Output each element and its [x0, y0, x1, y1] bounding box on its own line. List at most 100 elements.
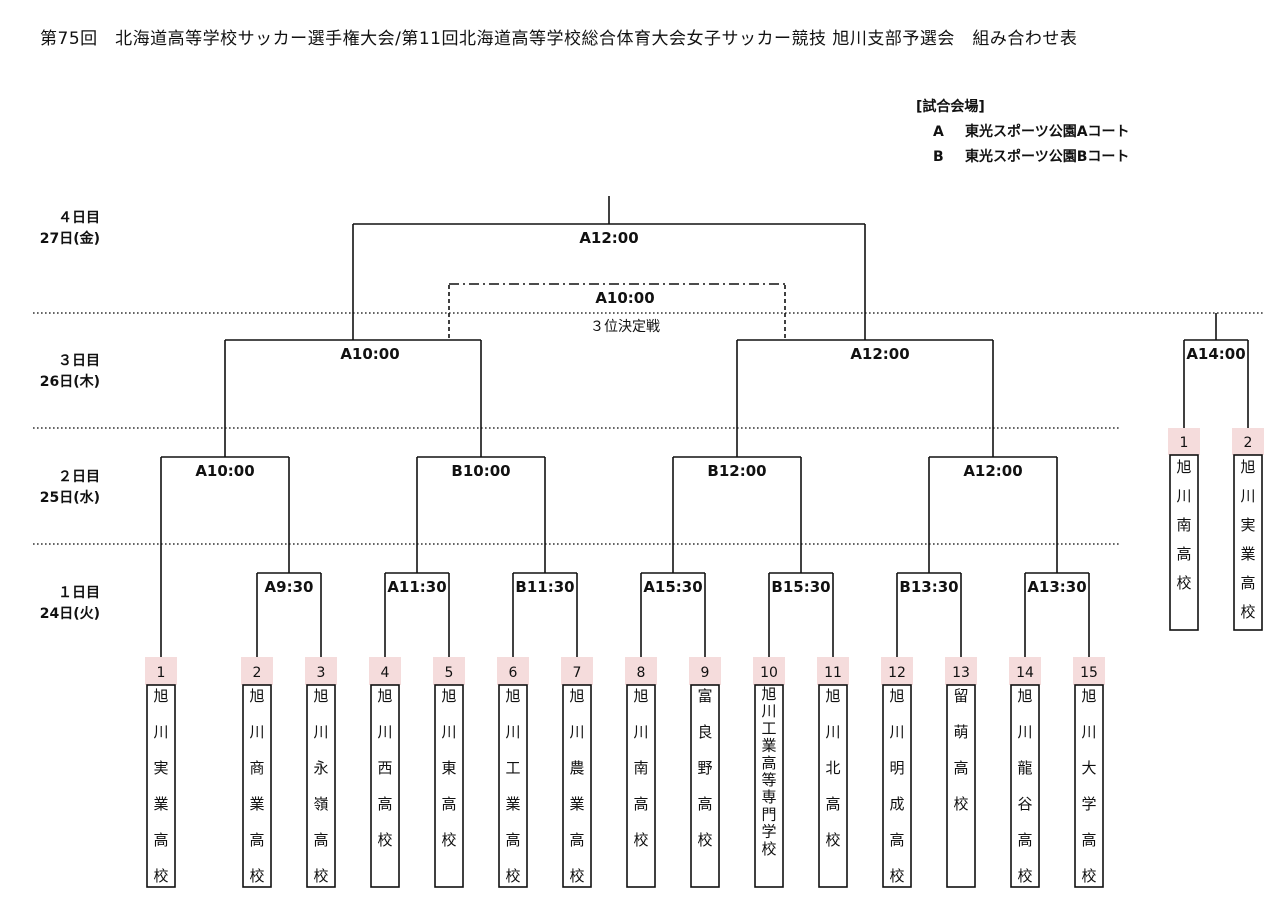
team-name-char: 校: [569, 867, 584, 885]
team-name-char: 高: [569, 831, 584, 849]
match-label: B10:00: [451, 462, 510, 480]
team-number: 13: [952, 665, 970, 681]
match-label: A15:30: [643, 578, 702, 596]
team-name-char: 高: [633, 795, 648, 813]
team-name-char: 校: [761, 840, 776, 858]
day-date: 24日(火): [40, 606, 100, 622]
team-box: [306, 684, 336, 888]
team-name-char: 成: [889, 795, 904, 813]
team-number-badge: [689, 657, 721, 685]
team-name-char: 等: [761, 771, 776, 789]
team-number: 15: [1080, 665, 1098, 681]
team-number-badge: [305, 657, 337, 685]
team-name-char: 萌: [953, 723, 968, 741]
girls-team-name-char: 校: [1176, 574, 1191, 592]
team-box: [1074, 684, 1104, 888]
team-box: [754, 684, 784, 888]
team-number: 4: [381, 665, 390, 681]
team-number: 12: [888, 665, 906, 681]
match-label: A12:00: [850, 345, 909, 363]
team-number-badge: [945, 657, 977, 685]
team-name-char: 高: [153, 831, 168, 849]
team-name-char: 川: [633, 723, 648, 741]
team-number-badge: [497, 657, 529, 685]
team-number-badge: [753, 657, 785, 685]
girls-team-name-char: 校: [1240, 603, 1255, 621]
third-place-label: ３位決定戦: [590, 319, 660, 335]
team-name-char: 工: [505, 759, 520, 777]
team-name-char: 旭: [249, 687, 264, 705]
team-name-char: 学: [1081, 795, 1096, 813]
team-name-char: 旭: [1017, 687, 1032, 705]
match-label: B11:30: [515, 578, 574, 596]
girls-team-number-badge: [1168, 428, 1200, 455]
team-name-char: 高: [761, 754, 776, 772]
team-name-char: 川: [441, 723, 456, 741]
team-name-char: 旭: [889, 687, 904, 705]
team-name-char: 校: [633, 831, 648, 849]
team-name-char: 旭: [377, 687, 392, 705]
match-label: A10:00: [340, 345, 399, 363]
team-name-char: 校: [441, 831, 456, 849]
team-name-char: 高: [313, 831, 328, 849]
day-label: ３日目: [58, 353, 100, 369]
team-name-char: 高: [377, 795, 392, 813]
team-name-char: 業: [761, 737, 776, 755]
team-number: 7: [573, 665, 582, 681]
match-label: A12:00: [963, 462, 1022, 480]
team-name-char: 谷: [1017, 795, 1032, 813]
team-box: [434, 684, 464, 888]
team-number-badge: [561, 657, 593, 685]
team-name-char: 高: [889, 831, 904, 849]
team-name-char: 川: [825, 723, 840, 741]
team-name-char: 業: [505, 795, 520, 813]
team-name-char: 高: [697, 795, 712, 813]
team-name-char: 川: [249, 723, 264, 741]
team-name-char: 嶺: [313, 795, 328, 813]
team-name-char: 校: [1081, 867, 1096, 885]
team-box: [946, 684, 976, 888]
match-label: A9:30: [265, 578, 314, 596]
team-name-char: 川: [377, 723, 392, 741]
team-box: [498, 684, 528, 888]
venue-name: 東光スポーツ公園Aコート: [965, 123, 1130, 140]
girls-team-name-char: 高: [1176, 545, 1191, 563]
team-name-char: 農: [569, 759, 584, 777]
team-name-char: 業: [153, 795, 168, 813]
girls-team-name-char: 川: [1240, 487, 1255, 505]
team-name-char: 明: [889, 759, 904, 777]
venue-code: A: [933, 124, 944, 140]
girls-team-number: 1: [1180, 435, 1189, 451]
day-label: １日目: [58, 585, 100, 601]
team-name-char: 校: [505, 867, 520, 885]
team-number-badge: [625, 657, 657, 685]
team-name-char: 学: [761, 823, 776, 841]
team-name-char: 校: [889, 867, 904, 885]
team-name-char: 校: [377, 831, 392, 849]
team-name-char: 高: [825, 795, 840, 813]
team-number: 1: [157, 665, 166, 681]
team-name-char: 龍: [1017, 759, 1032, 777]
team-number-badge: [1073, 657, 1105, 685]
team-name-char: 校: [153, 867, 168, 885]
day-label: ４日目: [58, 210, 100, 226]
team-name-char: 川: [1017, 723, 1032, 741]
team-name-char: 旭: [441, 687, 456, 705]
team-name-char: 良: [697, 723, 712, 741]
team-name-char: 高: [1017, 831, 1032, 849]
team-number-badge: [817, 657, 849, 685]
team-name-char: 工: [761, 719, 776, 737]
third-place-time: A10:00: [595, 289, 654, 307]
team-name-char: 北: [825, 759, 840, 777]
girls-team-name-char: 旭: [1176, 458, 1191, 476]
team-number-badge: [241, 657, 273, 685]
team-name-char: 川: [889, 723, 904, 741]
team-name-char: 西: [377, 759, 392, 777]
team-name-char: 校: [1017, 867, 1032, 885]
page-title: 第75回 北海道高等学校サッカー選手権大会/第11回北海道高等学校総合体育大会女…: [40, 29, 1078, 49]
team-number: 14: [1016, 665, 1034, 681]
match-label: B13:30: [899, 578, 958, 596]
team-name-char: 門: [761, 805, 776, 823]
team-box: [146, 684, 176, 888]
